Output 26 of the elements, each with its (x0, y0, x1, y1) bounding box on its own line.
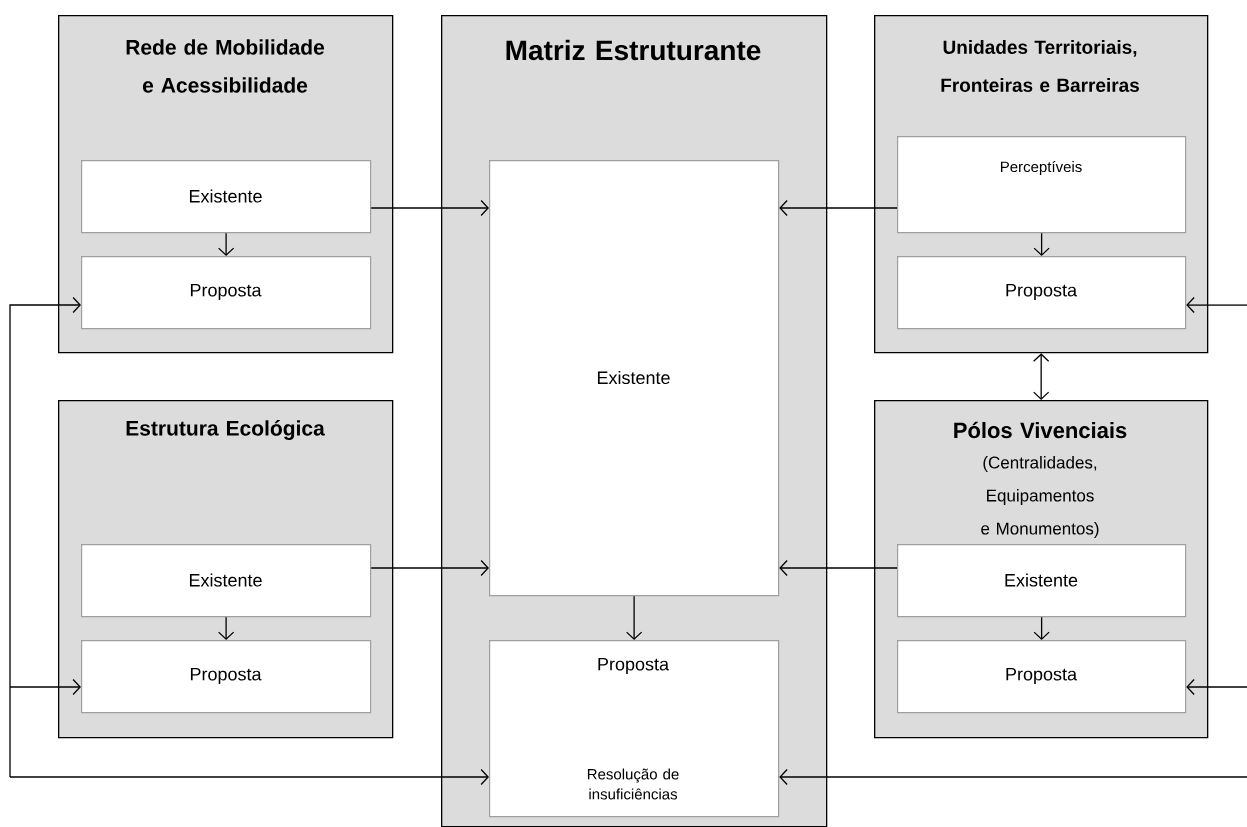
process-box: Proposta (81, 640, 372, 714)
arrow (9, 678, 81, 696)
arrow (1033, 616, 1050, 640)
arrow (370, 559, 489, 577)
arrow (1186, 296, 1247, 314)
process-box: Proposta (897, 640, 1187, 714)
arrow (625, 595, 643, 640)
process-box: Existente (81, 160, 372, 234)
arrow (370, 199, 489, 217)
arrow (1033, 232, 1050, 256)
process-box: Existente (489, 160, 780, 597)
arrow (779, 199, 898, 217)
arrow (217, 616, 235, 640)
arrow (9, 768, 489, 786)
arrow (217, 232, 235, 256)
arrow (1033, 353, 1050, 400)
process-box: Existente (897, 544, 1187, 618)
arrow (1186, 678, 1247, 696)
process-box: Existente (81, 544, 372, 618)
arrow (9, 296, 81, 778)
process-box: Proposta Resolução de insuficiências (489, 640, 780, 818)
process-box: Perceptíveis (897, 136, 1187, 234)
arrow (779, 768, 1247, 786)
arrow (779, 559, 898, 577)
process-box: Proposta (81, 256, 372, 330)
process-box: Proposta (897, 256, 1187, 330)
